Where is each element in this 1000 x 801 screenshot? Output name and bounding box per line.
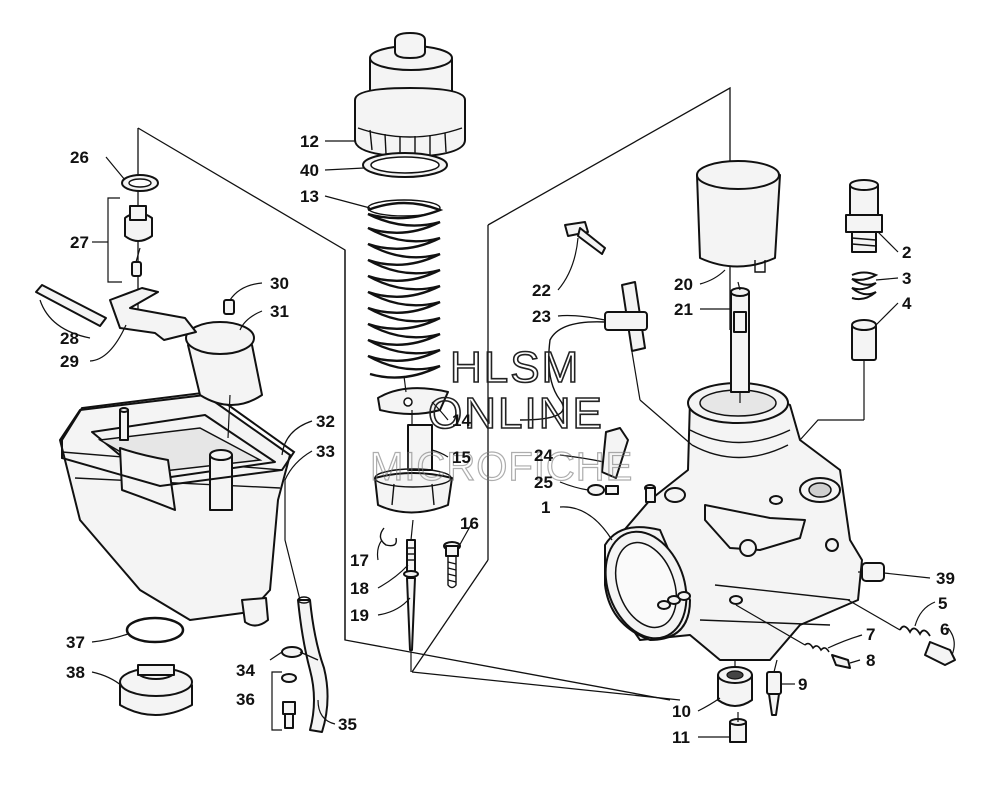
callout-9: 9 — [798, 675, 807, 694]
part-11-main-jet — [729, 718, 747, 743]
callout-32: 32 — [316, 412, 335, 431]
callout-30: 30 — [270, 274, 289, 293]
callout-31: 31 — [270, 302, 289, 321]
callout-36: 36 — [236, 690, 255, 709]
part-26-27-needle-valve — [121, 174, 159, 277]
callout-21: 21 — [674, 300, 693, 319]
callout-40: 40 — [300, 161, 319, 180]
part-30-pin — [223, 299, 235, 315]
callout-38: 38 — [66, 663, 85, 682]
part-28-pin — [35, 284, 107, 327]
part-10-ring — [717, 666, 753, 707]
callout-10: 10 — [672, 702, 691, 721]
part-5-6-adjust-screw — [899, 625, 956, 666]
callout-35: 35 — [338, 715, 357, 734]
bracket-27 — [107, 197, 122, 283]
part-29-float-arm — [109, 287, 197, 341]
part-24-25-bracket — [587, 427, 629, 496]
watermark: HLSM ONLINE MICROFICHE — [369, 342, 633, 489]
callout-8: 8 — [866, 651, 875, 670]
callout-labels: 1 2 3 4 5 6 7 8 9 10 11 12 13 14 15 16 1… — [60, 132, 955, 747]
part-15-throttle-slide — [374, 424, 453, 514]
callout-24: 24 — [534, 446, 553, 465]
part-16-screw — [443, 541, 461, 589]
assembly-frame-lines — [137, 86, 731, 701]
callout-22: 22 — [532, 281, 551, 300]
part-12-cap — [354, 32, 466, 158]
watermark-line2: ONLINE — [428, 389, 604, 438]
part-32-gasket — [61, 390, 296, 488]
watermark-line3: MICROFICHE — [370, 445, 633, 489]
callout-15: 15 — [452, 448, 471, 467]
part-34-35-36-hose-clamp — [271, 596, 329, 733]
callout-14: 14 — [452, 411, 471, 430]
leader-lines — [39, 140, 955, 738]
callout-17: 17 — [350, 551, 369, 570]
callout-6: 6 — [940, 620, 949, 639]
part-21-shaft — [730, 287, 750, 393]
callout-20: 20 — [674, 275, 693, 294]
part-13-spring — [367, 199, 444, 379]
callout-34: 34 — [236, 661, 255, 680]
part-7-8-screw — [804, 642, 851, 669]
callout-27: 27 — [70, 233, 89, 252]
callout-16: 16 — [460, 514, 479, 533]
part-33-float-bowl — [59, 394, 291, 627]
watermark-line1: HLSM — [450, 343, 580, 392]
callout-11: 11 — [672, 728, 690, 747]
callout-1: 1 — [541, 498, 550, 517]
callout-25: 25 — [534, 473, 553, 492]
callout-39: 39 — [936, 569, 955, 588]
part-9-jet — [766, 671, 782, 716]
callout-37: 37 — [66, 633, 85, 652]
part-1-carburetor-body — [604, 382, 863, 661]
part-20-sleeve — [696, 160, 781, 273]
callout-18: 18 — [350, 579, 369, 598]
part-17-clip — [379, 527, 397, 547]
part-14-plate — [377, 387, 449, 415]
callout-13: 13 — [300, 187, 319, 206]
part-39-sleeve — [861, 562, 885, 582]
callout-2: 2 — [902, 243, 911, 262]
callout-28: 28 — [60, 329, 79, 348]
part-18-19-jet-needle — [403, 539, 419, 651]
callout-7: 7 — [866, 625, 875, 644]
callout-4: 4 — [902, 294, 912, 313]
callout-5: 5 — [938, 594, 947, 613]
callout-3: 3 — [902, 269, 911, 288]
callout-12: 12 — [300, 132, 319, 151]
part-31-float — [185, 321, 263, 406]
callout-19: 19 — [350, 606, 369, 625]
callout-23: 23 — [532, 307, 551, 326]
callout-29: 29 — [60, 352, 79, 371]
part-37-38-drain-cap — [119, 616, 193, 716]
part-2-3-4-fitting — [845, 179, 883, 361]
callout-26: 26 — [70, 148, 89, 167]
part-22-23-sensor — [519, 221, 648, 421]
callout-33: 33 — [316, 442, 335, 461]
part-40-oring — [362, 152, 448, 178]
